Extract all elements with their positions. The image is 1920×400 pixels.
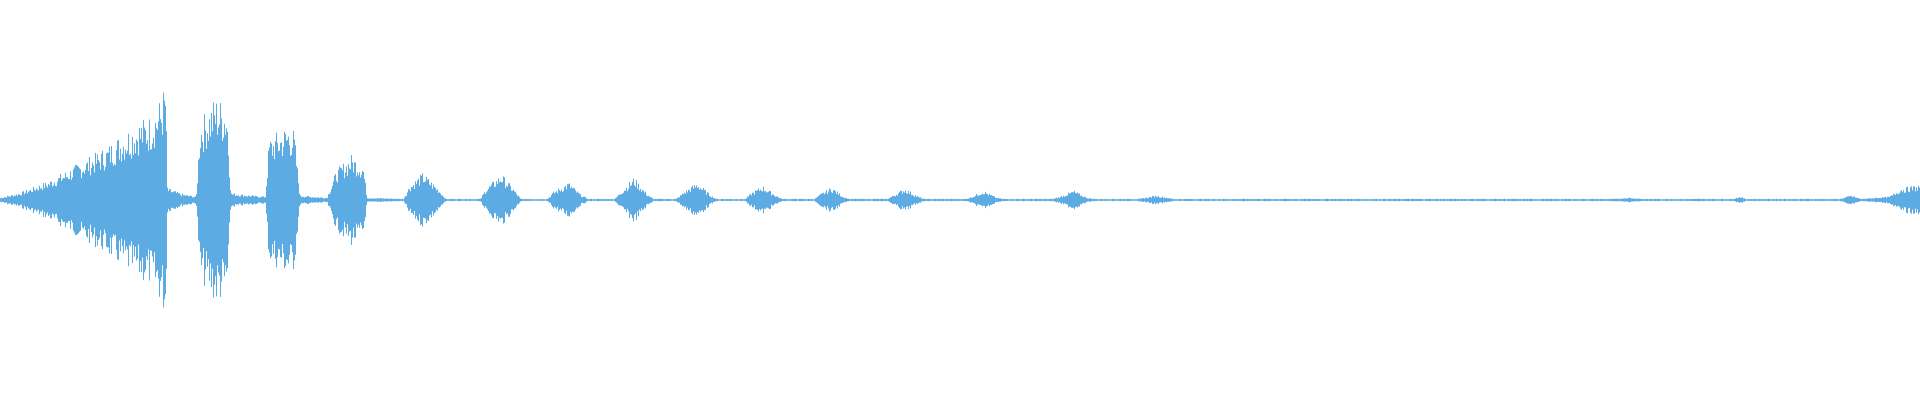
waveform-path (0, 92, 1920, 308)
waveform-samples (0, 92, 1920, 308)
